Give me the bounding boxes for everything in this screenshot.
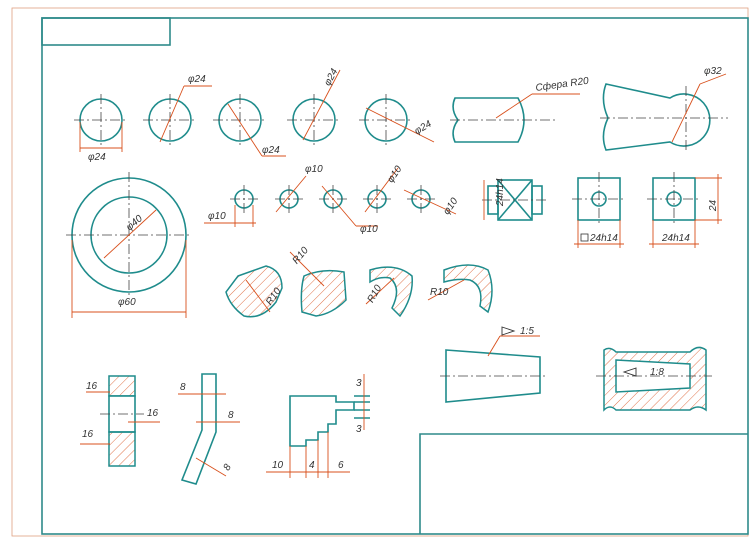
width-label: 16 xyxy=(82,429,94,440)
diameter-24-label: φ24 xyxy=(262,145,280,156)
ring: φ40 φ60 xyxy=(66,172,192,318)
drawing-frame xyxy=(41,17,749,535)
step-dimension: 3 xyxy=(356,424,362,435)
title-stub xyxy=(41,17,171,46)
diameter-24-label: φ24 xyxy=(88,152,106,163)
ball-diameter-label: φ32 xyxy=(704,66,722,77)
width-label: 16 xyxy=(86,381,98,392)
stepped-part: 10 4 6 3 3 xyxy=(266,374,370,478)
radius-label: R10 xyxy=(366,283,385,305)
sphere-radius-label: Сфера R20 xyxy=(535,75,590,94)
square-side-label: 24 xyxy=(708,199,719,212)
diameter-24-label: φ24 xyxy=(322,67,340,88)
hole-diameter-label: φ10 xyxy=(208,211,226,222)
small-hole-1: φ10 xyxy=(204,185,258,227)
circle-5: φ24 xyxy=(359,94,435,146)
radius-label: R10 xyxy=(291,245,312,266)
circle-4: φ24 xyxy=(287,67,341,146)
title-block xyxy=(419,433,748,534)
step-dimension: 10 xyxy=(272,460,284,471)
small-hole-4: φ10 xyxy=(363,164,405,213)
slope-ratio-label: 1:8 xyxy=(650,367,664,378)
fillet-3: R10 xyxy=(366,266,413,318)
washer-section: 16 16 16 xyxy=(80,375,160,467)
circle-1: φ24 xyxy=(74,94,128,163)
small-hole-2: φ10 xyxy=(275,164,323,213)
circle-2: φ24 xyxy=(143,74,212,146)
square-size-label: 24h14 xyxy=(589,233,618,244)
square-size-label: 24h14 xyxy=(495,178,506,207)
fillet-1: R10 xyxy=(225,265,284,318)
taper-ratio-label: 1:5 xyxy=(520,326,534,337)
thickness-label: 8 xyxy=(180,382,186,393)
thickness-label: 8 xyxy=(228,410,234,421)
width-label: 16 xyxy=(147,408,159,419)
hole-diameter-label: φ10 xyxy=(385,164,404,185)
ring-outer-diameter: φ60 xyxy=(118,297,136,308)
slope-section: 1:8 xyxy=(596,346,712,412)
fillet-2: R10 xyxy=(289,245,347,317)
step-dimension: 4 xyxy=(309,460,315,471)
fillet-4: R10 xyxy=(427,264,493,314)
hole-diameter-label: φ10 xyxy=(441,196,460,217)
circle-3: φ24 xyxy=(213,94,286,157)
radius-label: R10 xyxy=(430,287,449,298)
taper-part: 1:5 xyxy=(440,326,546,403)
small-hole-3: φ10 xyxy=(319,185,378,235)
bent-plate: 8 8 8 xyxy=(178,373,240,485)
diameter-24-label: φ24 xyxy=(188,74,206,85)
square-with-hole: 24h14 xyxy=(572,172,626,248)
hole-diameter-label: φ10 xyxy=(360,224,378,235)
shaft-sphere-end: Сфера R20 xyxy=(450,75,590,143)
hole-diameter-label: φ10 xyxy=(305,164,323,175)
square-24: 24h14 24 xyxy=(647,172,722,248)
step-dimension: 3 xyxy=(356,378,362,389)
square-shaft-side: 24h14 xyxy=(482,178,548,221)
thickness-label: 8 xyxy=(222,462,235,473)
step-dimension: 6 xyxy=(338,460,344,471)
ring-inner-diameter: φ40 xyxy=(124,213,145,233)
small-hole-5: φ10 xyxy=(403,185,461,217)
square-size-label: 24h14 xyxy=(661,233,690,244)
diameter-24-label: φ24 xyxy=(413,118,434,137)
shaft-ball-end: φ32 xyxy=(600,66,728,152)
